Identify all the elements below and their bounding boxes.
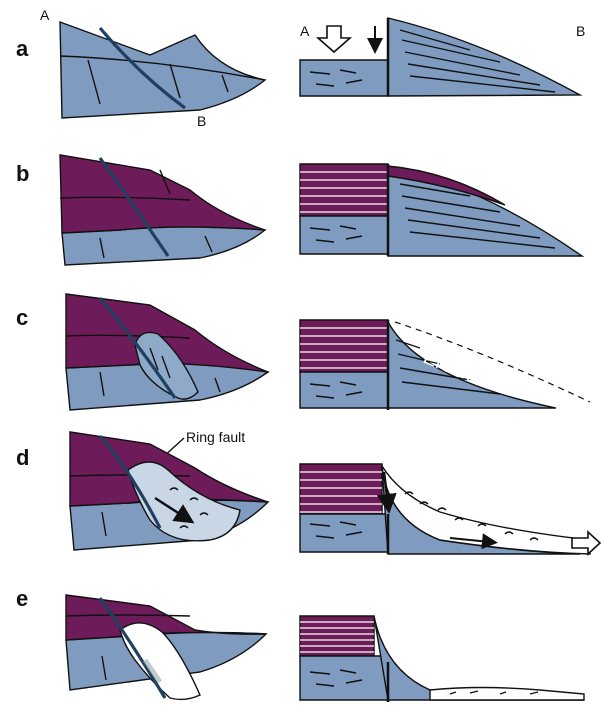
panel-b-section <box>299 163 585 257</box>
panel-letter-b: b <box>16 161 29 186</box>
panel-a-section <box>299 17 583 97</box>
panel-b-map <box>59 154 267 266</box>
point-a-label: A <box>40 7 50 23</box>
point-b-label: B <box>197 113 206 129</box>
panel-e-section <box>299 615 585 702</box>
section-b-label: B <box>576 23 585 39</box>
panel-letter-c: c <box>16 305 28 330</box>
section-a-label: A <box>300 23 310 39</box>
panel-letter-a: a <box>16 36 29 61</box>
ring-fault-label: Ring fault <box>186 429 245 445</box>
panel-a-map <box>59 20 267 119</box>
panel-d-map <box>69 431 270 551</box>
panel-c-map <box>65 293 270 411</box>
runout-arrow <box>571 530 602 556</box>
panel-letter-d: d <box>16 445 29 470</box>
panel-d-section <box>299 463 602 556</box>
panel-e-map <box>65 594 268 701</box>
panel-c-section <box>299 319 591 410</box>
panel-letter-e: e <box>16 586 28 611</box>
subsidence-arrow <box>315 25 353 54</box>
